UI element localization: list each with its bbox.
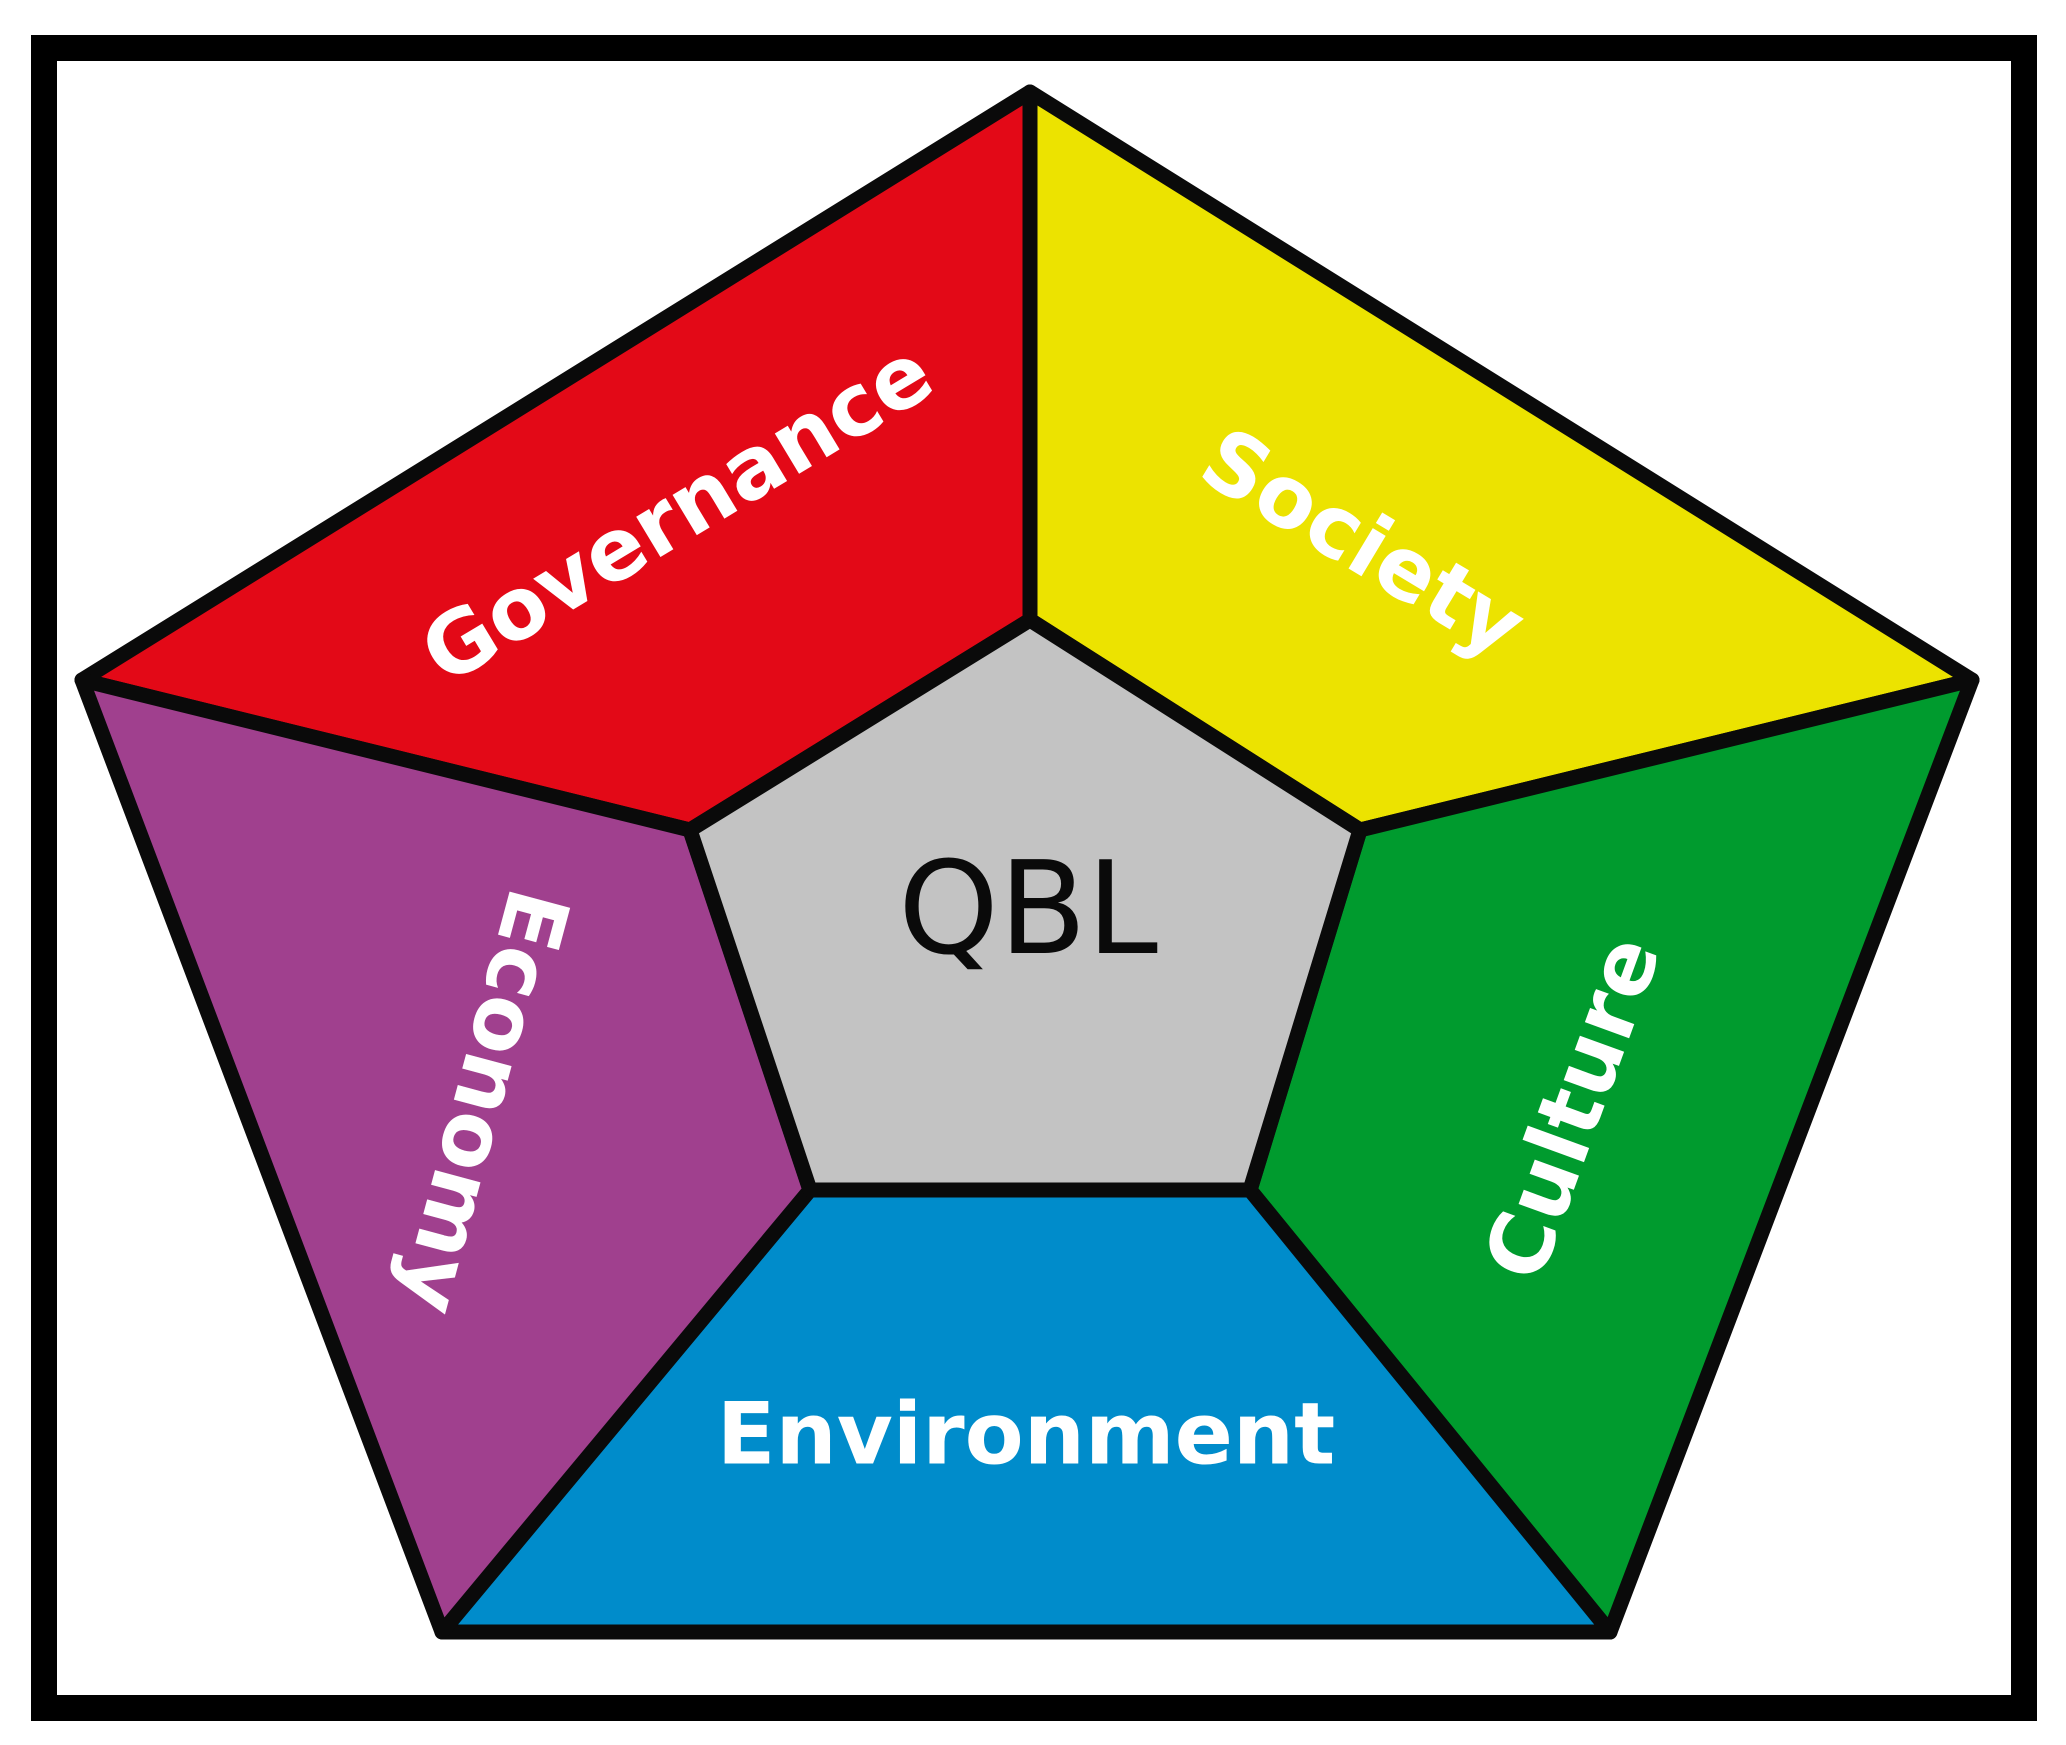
center-label: QBL — [898, 835, 1158, 984]
center-pentagon — [682, 612, 1368, 1198]
environment-label: Environment — [717, 1384, 1336, 1484]
